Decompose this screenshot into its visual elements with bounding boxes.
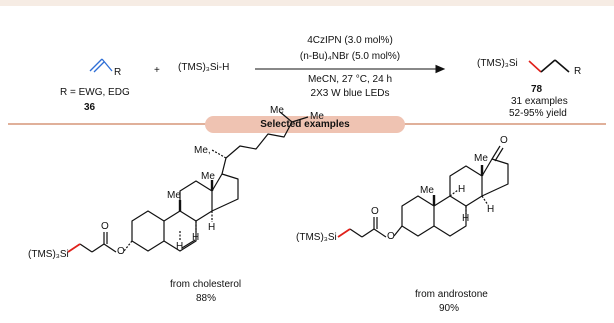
ex2-c18-me: Me xyxy=(474,153,488,164)
reagent-silane: (TMS)₃Si-H xyxy=(178,62,230,73)
product-yield: 52-95% yield xyxy=(509,108,567,119)
product-examples: 31 examples xyxy=(511,96,568,107)
condition-solvent: MeCN, 27 °C, 24 h xyxy=(307,74,393,85)
ex2-c19-me: Me xyxy=(420,185,434,196)
substrate-note: R = EWG, EDG xyxy=(60,87,130,98)
ex1-h-1: H xyxy=(192,232,200,243)
product-silyl-label: (TMS)₃Si xyxy=(477,58,518,69)
condition-catalyst: 4CzIPN (3.0 mol%) xyxy=(307,35,393,46)
c-si-bond-highlight-1 xyxy=(67,243,81,253)
reaction-arrow xyxy=(255,64,446,74)
ex2-h-2: H xyxy=(462,213,470,224)
ex1-h-3: H xyxy=(176,241,184,252)
ex1-side-me-2: Me xyxy=(310,111,324,122)
top-decor-band xyxy=(0,0,614,6)
ex1-yield: 88% xyxy=(196,293,217,304)
c-si-bond-highlight-2 xyxy=(337,228,351,238)
ex2-silyl-label: (TMS)₃Si xyxy=(296,232,337,243)
ex1-chain-me: Me, xyxy=(194,145,211,156)
ex1-c18-me: Me xyxy=(201,171,215,182)
ex1-h-2: H xyxy=(208,222,216,233)
condition-additive: (n-Bu)₄NBr (5.0 mol%) xyxy=(299,51,401,62)
plus-sign: + xyxy=(154,65,160,76)
ex2-h-3: H xyxy=(487,204,495,215)
product-r-label: R xyxy=(574,66,582,77)
product-chain xyxy=(528,59,570,73)
selected-examples-banner: Selected examples xyxy=(205,116,405,133)
substrate-number: 36 xyxy=(84,102,96,113)
ex2-ketone-oxygen: O xyxy=(500,135,508,146)
ex1-silyl-label: (TMS)₃Si xyxy=(28,249,69,260)
ex1-source: from cholesterol xyxy=(170,279,242,290)
ex1-carbonyl-oxygen: O xyxy=(101,221,109,232)
condition-light: 2X3 W blue LEDs xyxy=(310,88,390,99)
ex2-source: from androstone xyxy=(415,289,488,300)
ex2-h-1: H xyxy=(458,184,466,195)
ex2-ester-oxygen: O xyxy=(387,231,395,242)
product-number: 78 xyxy=(531,84,543,95)
ex1-side-me-1: Me xyxy=(270,105,284,116)
substrate-r-label: R xyxy=(114,67,122,78)
alkene-substrate xyxy=(89,58,113,73)
ex2-carbonyl-oxygen: O xyxy=(371,206,379,217)
ex2-yield: 90% xyxy=(439,303,460,314)
ex1-ester-oxygen: O xyxy=(117,246,125,257)
ex1-c19-me: Me xyxy=(167,190,181,201)
